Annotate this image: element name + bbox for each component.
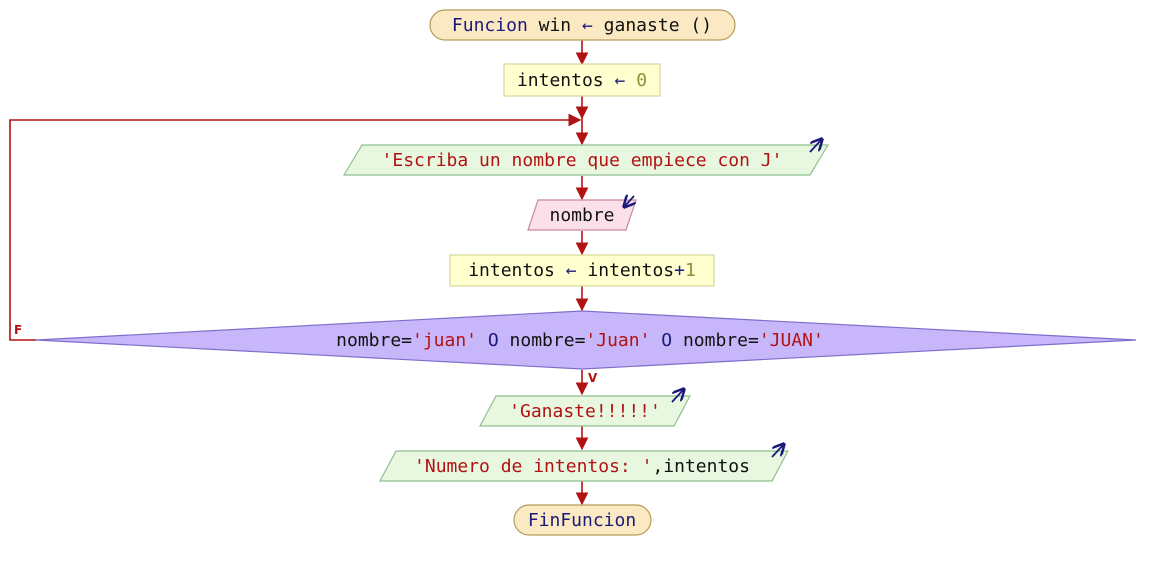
start-function-name: ganaste bbox=[604, 15, 680, 36]
win-text: 'Ganaste!!!!!' bbox=[509, 401, 661, 422]
increment-expr-var: intentos bbox=[587, 260, 674, 281]
read-input[interactable]: nombre bbox=[527, 196, 637, 231]
true-branch-label: V bbox=[588, 371, 598, 385]
condition-part1-str: 'juan' bbox=[412, 330, 477, 351]
init-value: 0 bbox=[636, 70, 647, 91]
false-branch-label: F bbox=[14, 323, 22, 337]
condition-part3-str: 'JUAN' bbox=[759, 330, 824, 351]
attempts-output[interactable]: 'Numero de intentos: ',intentos bbox=[379, 444, 789, 482]
increment-var: intentos bbox=[468, 260, 555, 281]
prompt-output[interactable]: 'Escriba un nombre que empiece con J' bbox=[342, 139, 830, 176]
start-assign: ← bbox=[582, 15, 593, 36]
start-keyword: Funcion bbox=[452, 15, 528, 36]
increment-value: 1 bbox=[685, 260, 696, 281]
output-arrow-icon bbox=[771, 444, 784, 458]
init-assign: ← bbox=[615, 70, 626, 91]
output-arrow-icon bbox=[671, 389, 684, 403]
read-var: nombre bbox=[549, 205, 614, 226]
attempts-label: 'Numero de intentos: ',intentos bbox=[414, 456, 750, 477]
flow-lines bbox=[9, 40, 589, 506]
condition-part2-var: nombre= bbox=[510, 330, 586, 351]
condition-or-2: O bbox=[650, 330, 683, 351]
attempts-separator: , bbox=[652, 456, 663, 477]
prompt-text: 'Escriba un nombre que empiece con J' bbox=[382, 150, 783, 171]
win-label: 'Ganaste!!!!!' bbox=[509, 401, 661, 422]
win-output[interactable]: 'Ganaste!!!!!' bbox=[479, 389, 691, 427]
increment-plus: + bbox=[674, 260, 685, 281]
start-terminal[interactable]: Funcion win ← ganaste () bbox=[429, 9, 736, 41]
condition-label: nombre='juan' O nombre='Juan' O nombre='… bbox=[336, 330, 824, 351]
init-label: intentos ← 0 bbox=[517, 70, 647, 91]
end-terminal[interactable]: FinFuncion bbox=[513, 504, 652, 536]
prompt-label: 'Escriba un nombre que empiece con J' bbox=[382, 150, 783, 171]
output-arrow-icon bbox=[809, 139, 822, 153]
condition-or-1: O bbox=[477, 330, 510, 351]
init-var: intentos bbox=[517, 70, 604, 91]
start-label: Funcion win ← ganaste () bbox=[452, 15, 712, 36]
end-label: FinFuncion bbox=[528, 510, 636, 531]
input-arrow-icon bbox=[624, 196, 634, 207]
read-label: nombre bbox=[549, 205, 614, 226]
condition-part2-str: 'Juan' bbox=[585, 330, 650, 351]
start-return-var: win bbox=[539, 15, 572, 36]
increment-process[interactable]: intentos ← intentos+1 bbox=[449, 254, 715, 287]
attempts-var: intentos bbox=[663, 456, 750, 477]
increment-assign: ← bbox=[566, 260, 577, 281]
loop-back-connector bbox=[9, 113, 582, 341]
condition-part1-var: nombre= bbox=[336, 330, 412, 351]
increment-label: intentos ← intentos+1 bbox=[468, 260, 696, 281]
init-process[interactable]: intentos ← 0 bbox=[503, 63, 661, 97]
condition-part3-var: nombre= bbox=[683, 330, 759, 351]
attempts-string: 'Numero de intentos: ' bbox=[414, 456, 652, 477]
end-keyword: FinFuncion bbox=[528, 510, 636, 531]
start-params: () bbox=[690, 15, 712, 36]
condition-decision[interactable]: nombre='juan' O nombre='Juan' O nombre='… bbox=[14, 310, 1137, 385]
